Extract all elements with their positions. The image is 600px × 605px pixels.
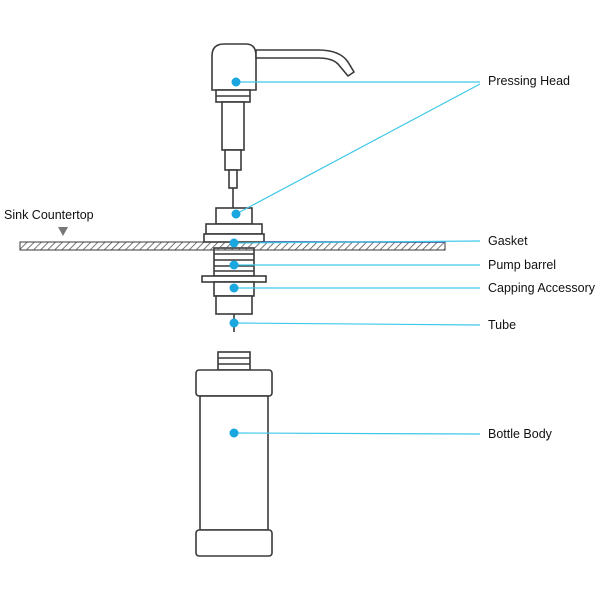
label-capping-accessory: Capping Accessory [488,281,596,295]
leader-lines [233,81,481,435]
leader-line-bottle-body [233,432,481,435]
dot-bottle-body [229,428,239,438]
dot-tube [229,318,239,328]
pressing-head-part [211,43,355,208]
label-pump-barrel: Pump barrel [488,258,557,272]
leader-line-gasket [233,240,481,244]
leader-line-pressing-head-2 [235,83,481,215]
label-pressing-head: Pressing Head [488,74,570,88]
pump-body-part [201,207,267,332]
leader-line-tube [233,322,481,326]
label-bottle-body: Bottle Body [488,427,552,441]
countertop-marker-icon [58,227,68,236]
dot-pump-barrel [229,260,239,270]
dot-gasket [229,238,239,248]
label-gasket: Gasket [488,234,528,248]
dot-pressing-head [231,77,241,87]
label-sink-countertop: Sink Countertop [4,208,94,222]
dot-capping-accessory [229,283,239,293]
dot-pressing-head-stem [231,209,241,219]
label-tube: Tube [488,318,517,332]
marker-dots [229,77,241,438]
bottle-body-part [195,351,273,557]
